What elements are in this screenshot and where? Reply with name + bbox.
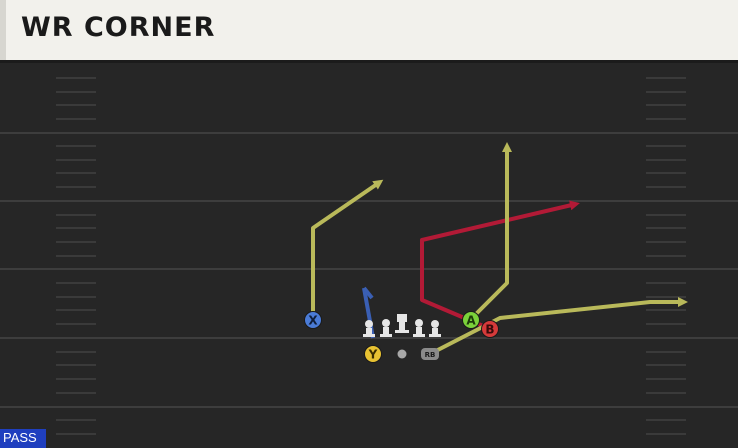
center-icon: [395, 314, 409, 333]
play-type-label: PASS: [3, 430, 37, 445]
play-type-badge: PASS: [0, 429, 46, 448]
quarterback-marker: [397, 349, 407, 359]
offensive-line: [363, 314, 441, 337]
lineman-icon: [429, 320, 441, 337]
field-diagram: RB X Y A B: [0, 77, 738, 435]
player-y-label: Y: [368, 348, 378, 362]
hash-marks-right: [646, 77, 686, 435]
route-x-corner: [311, 179, 384, 318]
player-b: B: [481, 320, 499, 338]
player-x: X: [304, 311, 322, 329]
player-x-label: X: [308, 314, 318, 328]
player-a: A: [462, 311, 480, 329]
route-a-go: [469, 142, 512, 321]
player-y: Y: [364, 345, 382, 363]
player-a-label: A: [466, 314, 476, 328]
play-title: WR CORNER: [21, 12, 216, 43]
route-b-read: [420, 200, 580, 330]
lineman-icon: [413, 319, 425, 337]
lineman-icon: [363, 320, 375, 337]
lineman-icon: [380, 319, 392, 337]
title-accent: [0, 0, 6, 60]
player-b-label: B: [485, 323, 494, 337]
route-rb-flat: [429, 297, 688, 356]
hash-marks-left: [56, 77, 96, 435]
title-bar: WR CORNER: [0, 0, 738, 60]
player-rb: RB: [421, 348, 439, 360]
yard-lines: [0, 132, 738, 408]
player-rb-label: RB: [425, 351, 436, 359]
